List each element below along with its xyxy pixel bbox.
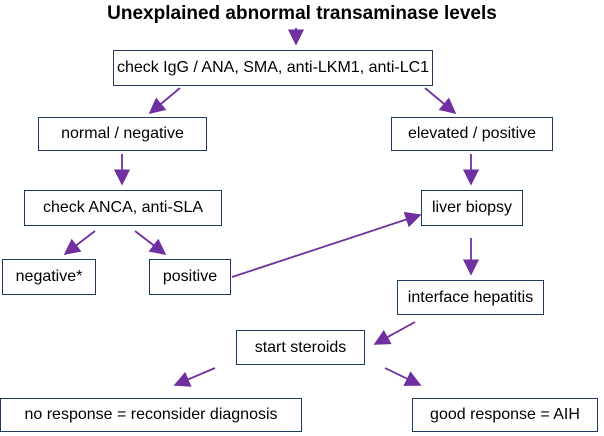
arrow-interface-to-steroids <box>373 321 416 345</box>
negative-box: negative* <box>2 259 96 295</box>
arrow-anca-to-positive <box>134 230 167 255</box>
liver-biopsy-box: liver biopsy <box>421 190 523 226</box>
normal-negative-box: normal / negative <box>38 117 207 151</box>
elevated-positive-box: elevated / positive <box>391 117 553 151</box>
arrow-positive-to-biopsy <box>231 211 422 278</box>
interface-hepatitis-box: interface hepatitis <box>397 280 544 315</box>
arrow-steroids-to-goodresponse <box>384 367 422 386</box>
start-steroids-box: start steroids <box>236 330 365 365</box>
positive-box: positive <box>149 259 231 295</box>
arrow-check-to-normal <box>148 87 181 115</box>
good-response-box: good response = AIH <box>412 398 598 432</box>
check-autoantibodies-box: check IgG / ANA, SMA, anti-LKM1, anti-LC… <box>113 50 433 86</box>
arrow-steroids-to-noresponse <box>173 367 216 387</box>
arrow-anca-to-negative <box>63 230 96 255</box>
arrow-check-to-elevated <box>424 87 457 115</box>
diagram-title: Unexplained abnormal transaminase levels <box>107 3 497 24</box>
check-anca-box: check ANCA, anti-SLA <box>24 190 222 226</box>
no-response-box: no response = reconsider diagnosis <box>0 398 302 432</box>
